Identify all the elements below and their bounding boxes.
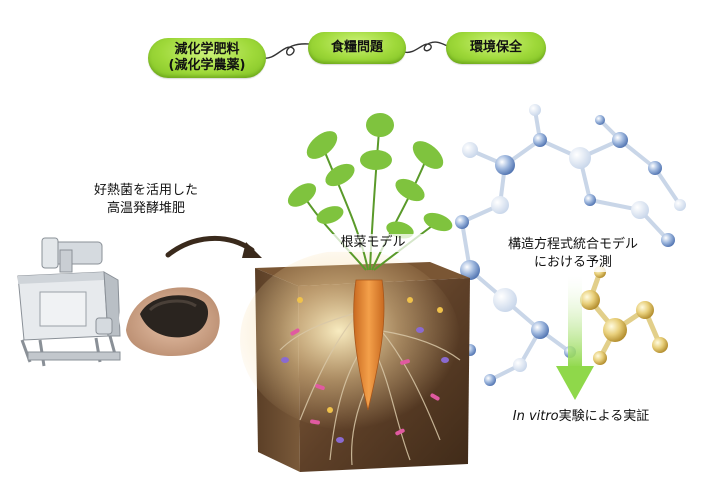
compost-label-line2: 高温発酵堆肥 [76, 200, 216, 218]
pill-left-line1: 減化学肥料 [174, 42, 239, 58]
sem-label: 構造方程式統合モデル における予測 [488, 236, 658, 272]
pill-food-problem: 食糧問題 [308, 32, 406, 64]
root-model-text: 根菜モデル [340, 235, 405, 250]
composting-machine-illustration [18, 238, 120, 366]
sem-label-line2: における予測 [488, 254, 658, 272]
compost-label-line1: 好熱菌を活用した [76, 182, 216, 200]
pill-middle-label: 食糧問題 [331, 40, 383, 56]
sem-label-line1: 構造方程式統合モデル [488, 236, 658, 254]
compost-hand-photo [119, 278, 231, 358]
soil-block-illustration [240, 250, 470, 472]
compost-label: 好熱菌を活用した 高温発酵堆肥 [76, 182, 216, 218]
pill-right-label: 環境保全 [470, 40, 522, 56]
invitro-label: In vitro実験による実証 [492, 408, 670, 426]
pill-reduced-chemicals: 減化学肥料 (減化学農薬) [148, 38, 266, 78]
pill-connector-1 [262, 44, 310, 58]
pill-left-line2: (減化学農薬) [169, 58, 246, 74]
pill-environment: 環境保全 [446, 32, 546, 64]
curved-arrow [168, 238, 262, 258]
pill-connector-2 [404, 42, 450, 52]
root-model-label: 根菜モデル [318, 234, 428, 252]
invitro-rest: 実験による実証 [559, 409, 650, 424]
invitro-italic: In vitro [513, 409, 559, 424]
